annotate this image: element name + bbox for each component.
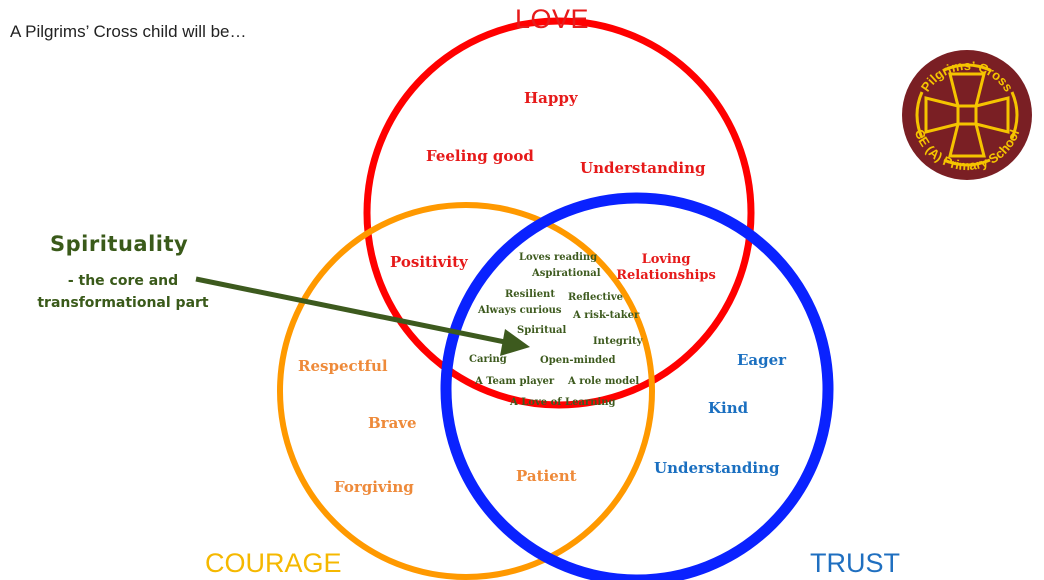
word-spiritual: Spiritual [517, 325, 567, 336]
word-loves-reading: Loves reading [519, 252, 598, 263]
word-understanding-trust: Understanding [654, 459, 780, 477]
word-loving-relationships: Loving Relationships [610, 252, 722, 284]
spirituality-line-2: transformational part [37, 295, 209, 311]
spirituality-line-1: - the core and [67, 273, 179, 289]
spirituality-subtitle: - the core and transformational part [18, 270, 228, 314]
word-team-player: A Team player [475, 376, 555, 387]
love-circle [363, 17, 755, 409]
arrow [195, 276, 530, 356]
word-love-of-learning: A Love of Learning [510, 397, 616, 408]
trust-circle [440, 192, 834, 580]
trust-label: TRUST [810, 548, 900, 578]
word-feeling-good: Feeling good [426, 147, 534, 165]
word-open-minded: Open-minded [540, 355, 616, 366]
courage-circle [277, 202, 655, 580]
word-happy: Happy [524, 89, 578, 107]
loving-line-2: Relationships [616, 268, 716, 283]
word-respectful: Respectful [298, 357, 388, 375]
courage-label: COURAGE [205, 548, 342, 578]
cross-emblem-icon [915, 63, 1019, 167]
intro-text: A Pilgrims’ Cross child will be… [10, 22, 247, 41]
word-kind: Kind [708, 399, 749, 417]
word-understanding-love: Understanding [580, 159, 706, 177]
word-patient: Patient [516, 467, 577, 485]
word-risk-taker: A risk-taker [573, 310, 640, 321]
spirituality-title: Spirituality [50, 232, 189, 256]
word-always-curious: Always curious [478, 305, 562, 316]
word-role-model: A role model [568, 376, 640, 387]
loving-line-1: Loving [641, 252, 691, 267]
love-label: LOVE [515, 4, 590, 34]
word-eager: Eager [737, 351, 787, 369]
word-resilient: Resilient [505, 289, 555, 300]
word-integrity: Integrity [593, 336, 643, 347]
school-crest-logo: Pilgrims’ Cross CE (A) Primary School [902, 50, 1032, 180]
word-brave: Brave [368, 414, 417, 432]
word-aspirational: Aspirational [532, 268, 601, 279]
word-caring: Caring [469, 354, 507, 365]
word-reflective: Reflective [568, 292, 623, 303]
word-forgiving: Forgiving [334, 478, 414, 496]
word-positivity: Positivity [390, 253, 468, 271]
